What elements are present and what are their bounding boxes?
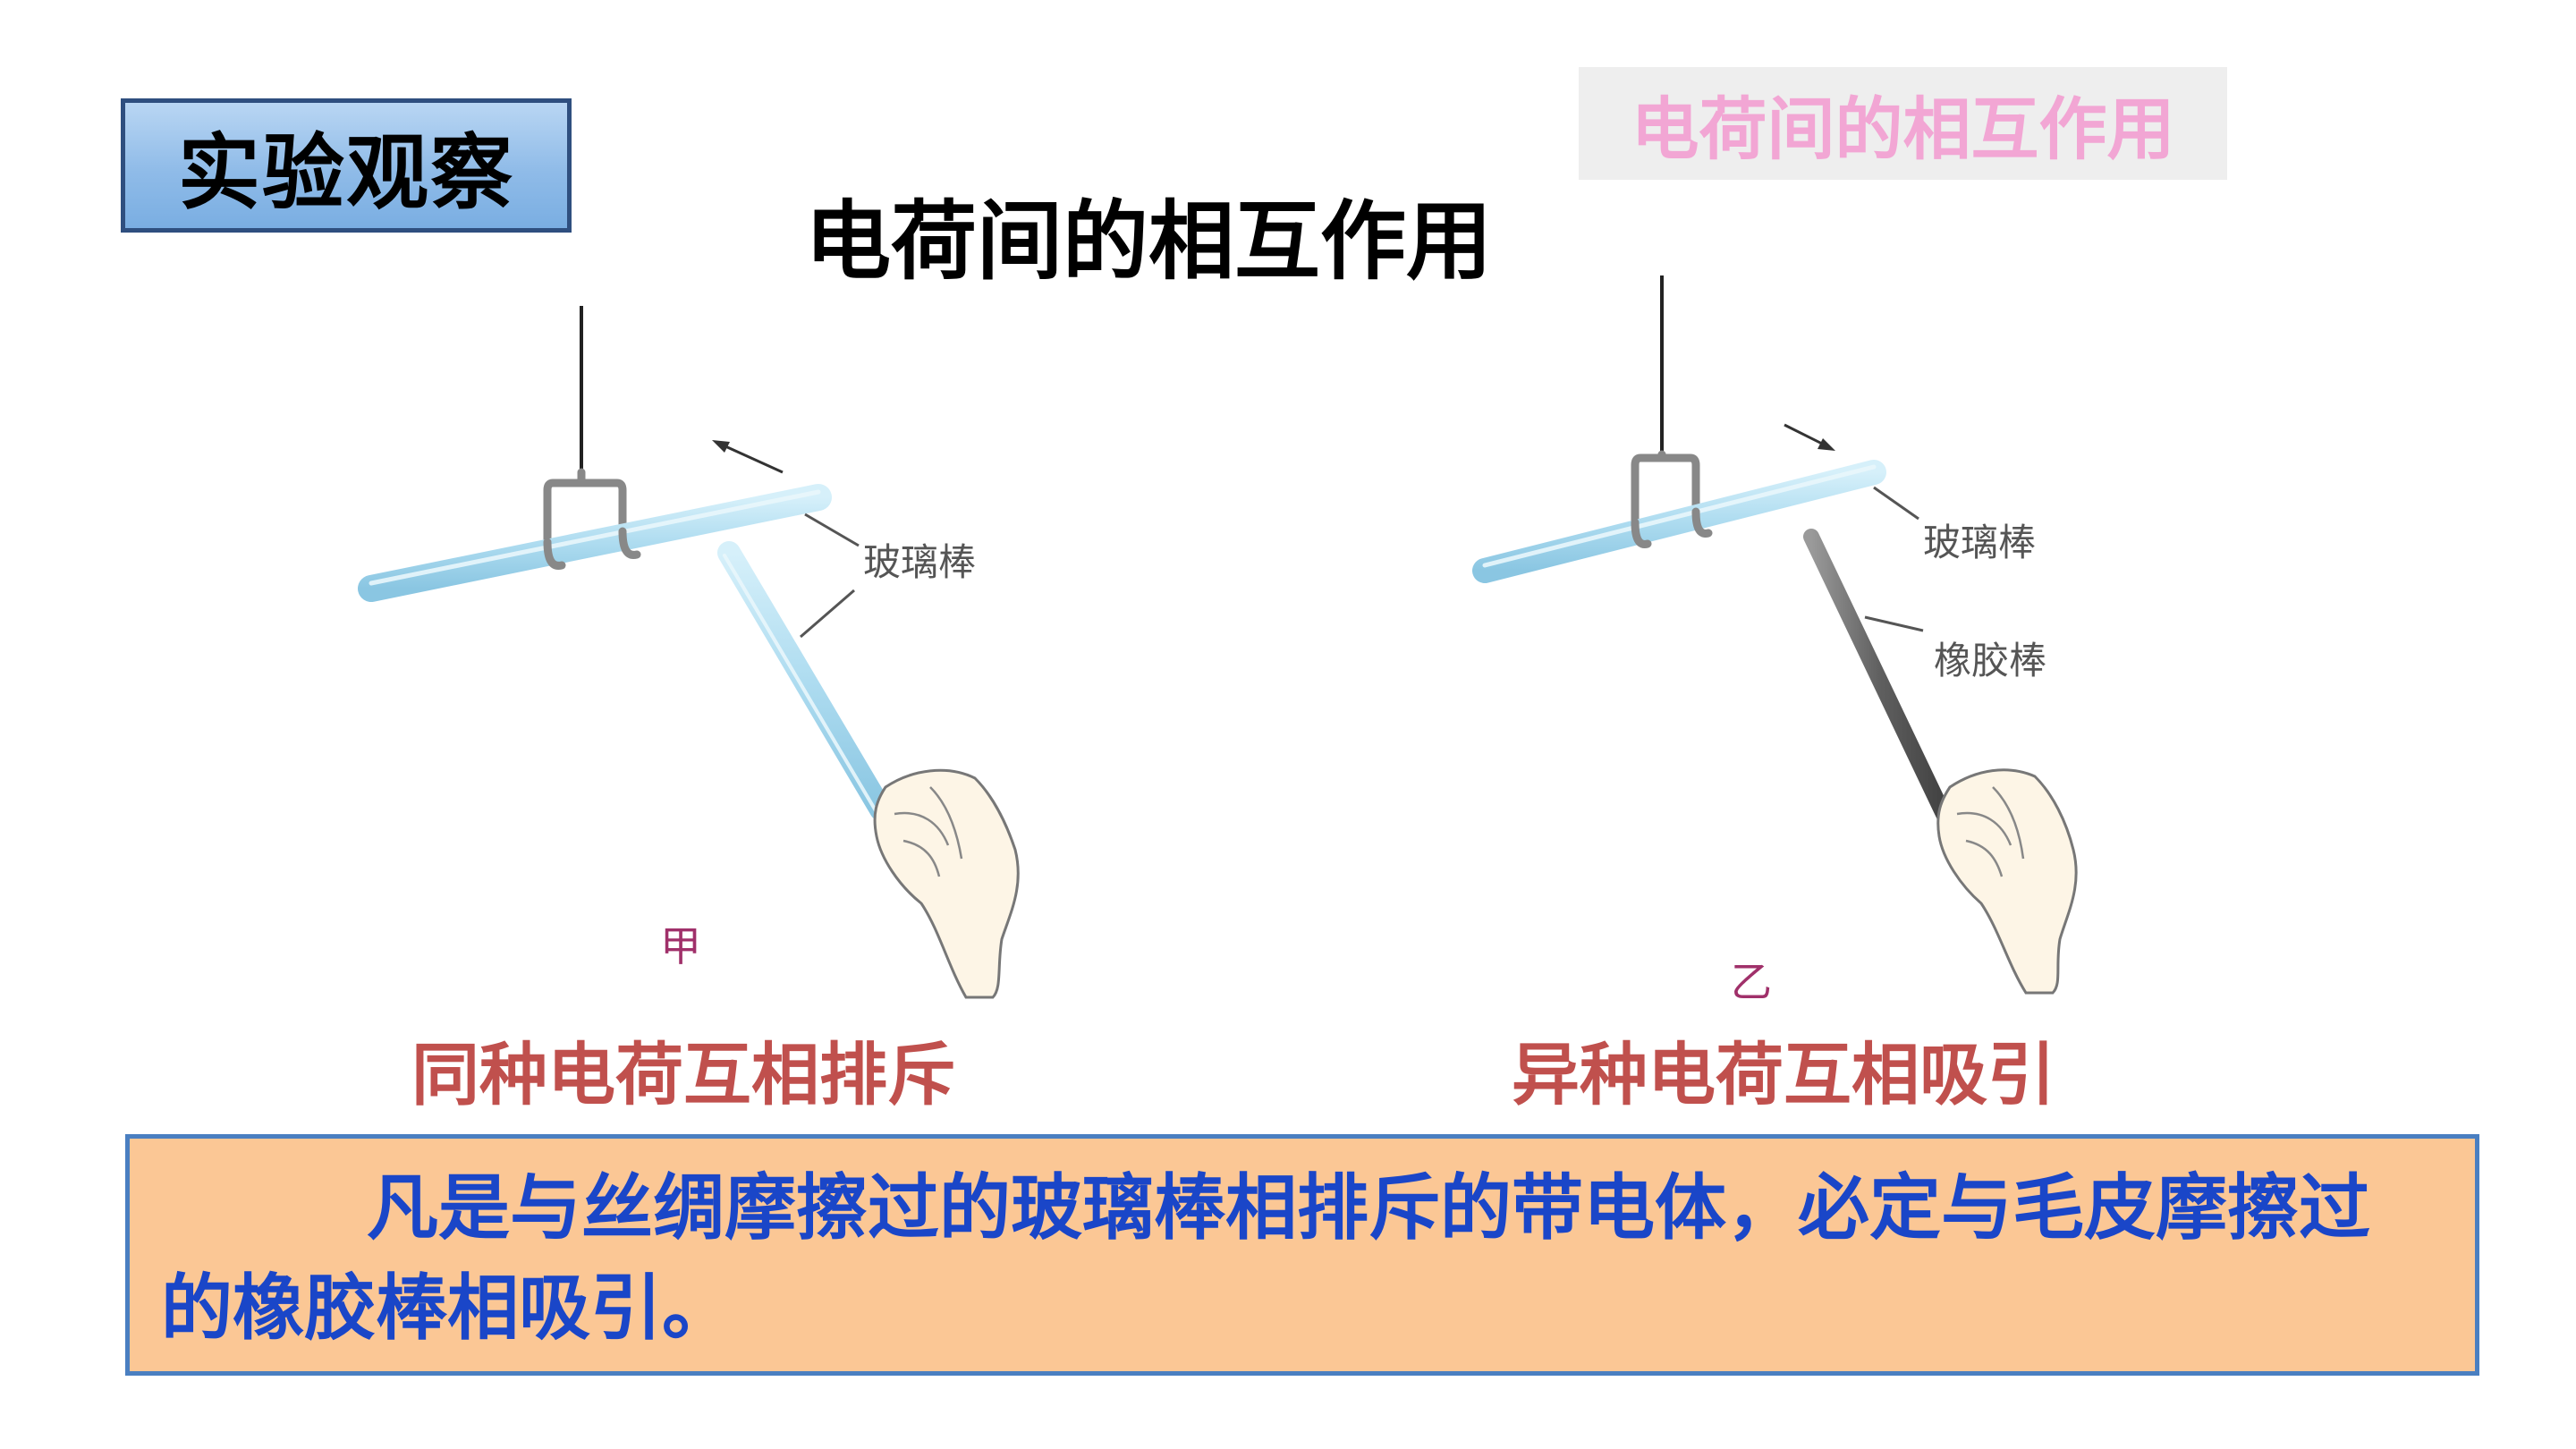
left-panel-label: 甲 xyxy=(660,922,701,970)
right-held-rod xyxy=(1803,529,2078,995)
left-held-glass-rod xyxy=(717,541,893,821)
left-result: 同种电荷互相排斥 xyxy=(411,1035,955,1114)
experiment-badge-text: 实验观察 xyxy=(177,124,514,221)
right-hand xyxy=(1936,768,2078,995)
right-suspended-setup xyxy=(1472,275,1919,583)
left-glass-rod-label: 玻璃棒 xyxy=(863,540,977,584)
right-held-rubber-rod xyxy=(1803,529,1958,835)
topic-tag: 电荷间的相互作用 xyxy=(1579,67,2227,180)
right-stirrup xyxy=(1631,450,1700,532)
topic-tag-text: 电荷间的相互作用 xyxy=(1631,89,2175,169)
experiment-badge: 实验观察 xyxy=(121,98,572,233)
right-suspended-glass-rod xyxy=(1472,460,1886,583)
left-suspended-setup xyxy=(358,306,832,602)
conclusion-box: 凡是与丝绸摩擦过的玻璃棒相排斥的带电体，必定与毛皮摩擦过的橡胶棒相吸引。 xyxy=(125,1134,2479,1376)
right-rubber-rod-label: 橡胶棒 xyxy=(1934,639,2047,682)
right-result: 异种电荷互相吸引 xyxy=(1512,1035,2055,1114)
main-title: 电荷间的相互作用 xyxy=(805,191,1492,292)
left-stirrup xyxy=(543,468,627,552)
conclusion-text: 凡是与丝绸摩擦过的玻璃棒相排斥的带电体，必定与毛皮摩擦过的橡胶棒相吸引。 xyxy=(161,1166,2370,1350)
right-glass-rod-label: 玻璃棒 xyxy=(1923,521,2037,564)
left-suspended-glass-rod xyxy=(358,484,832,602)
right-panel-label: 乙 xyxy=(1731,958,1772,1006)
left-hand xyxy=(873,768,1020,999)
left-held-rod xyxy=(717,513,1020,999)
